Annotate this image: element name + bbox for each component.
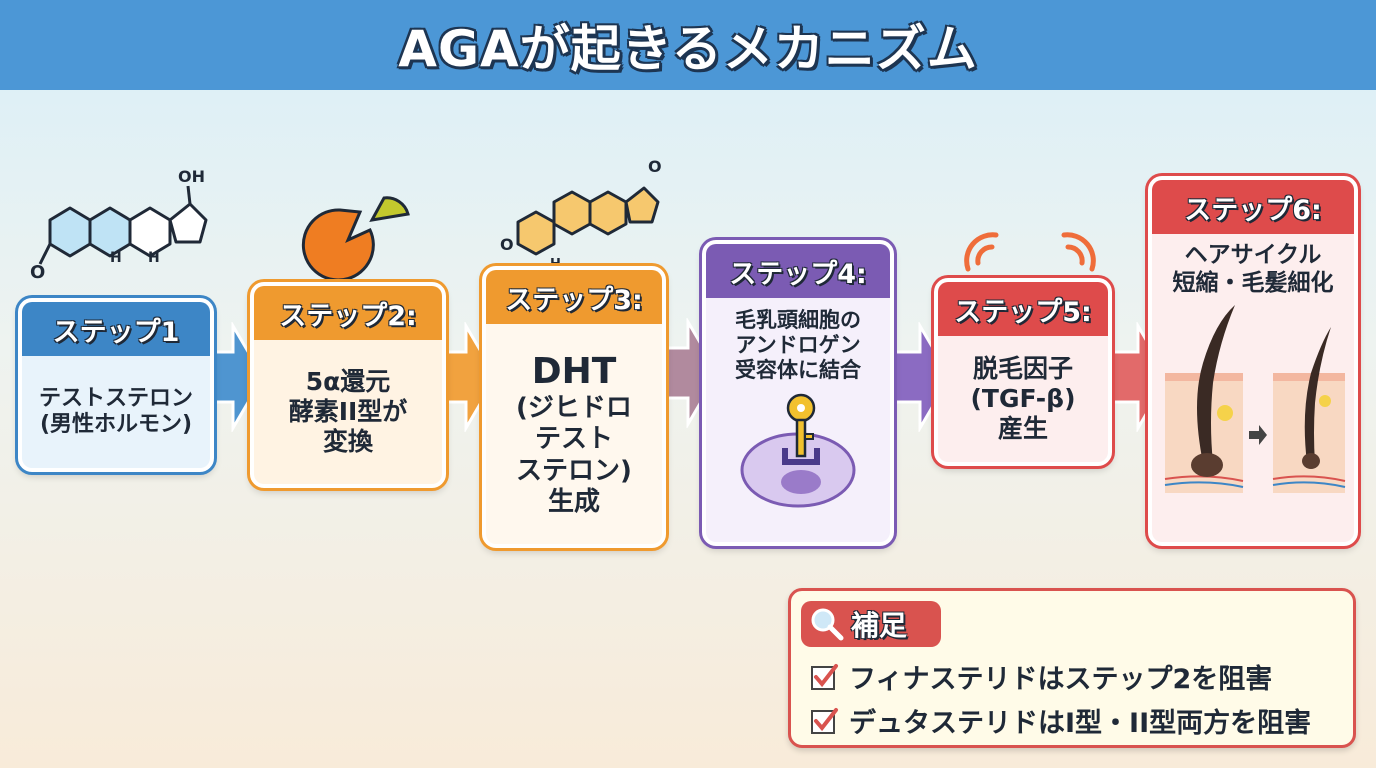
notes-box: 補足 フィナステリドはステップ2を阻害 デュタステリドはI型・II型両方を阻害 [788, 588, 1356, 748]
page-title: AGAが起きるメカニズム [398, 20, 978, 78]
enzyme-pacman-icon [301, 196, 410, 282]
title-bar: AGAが起きるメカニズム [0, 0, 1376, 90]
step-5-line-3: 産生 [997, 414, 1048, 443]
step-2-line-3: 変換 [322, 427, 373, 456]
step-4-line-1: 毛乳頭細胞の [735, 308, 861, 332]
mol1-o-label: O [30, 262, 45, 280]
step-3-line-1: DHT [531, 351, 617, 393]
step-4-line-2: アンドロゲン [735, 333, 861, 358]
step-4-card: ステップ4: 毛乳頭細胞の アンドロゲン 受容体に結合 [702, 240, 894, 546]
step-5-line-1: 脱毛因子 [972, 354, 1073, 383]
step-3-header: ステップ3: [486, 270, 662, 324]
note-item-1: フィナステリドはステップ2を阻害 [809, 657, 1272, 696]
step-1-line-2: (男性ホルモン) [39, 412, 193, 437]
note-item-1-text: フィナステリドはステップ2を阻害 [849, 664, 1273, 695]
step-3-line-3: テスト [534, 424, 613, 455]
step-1-card: ステップ1 テストステロン (男性ホルモン) [18, 298, 214, 472]
step-1-line-1: テストステロン [38, 385, 193, 411]
dht-molecule-icon: O O H [500, 157, 662, 270]
mol3-o-label-a: O [648, 157, 662, 176]
magnifier-icon [811, 608, 844, 641]
mol1-h-label-a: H [110, 250, 122, 266]
mol3-h-label: H [550, 257, 561, 270]
notes-title: 補足 [851, 609, 908, 642]
step-6-card: ステップ6: ヘアサイクル 短縮・毛髪細化 [1148, 176, 1358, 546]
step-1-header: ステップ1 [22, 302, 210, 356]
step-5-header: ステップ5: [938, 282, 1108, 336]
step-6-line-1: ヘアサイクル [1184, 242, 1322, 268]
step-4-line-3: 受容体に結合 [735, 358, 861, 383]
note-item-2: デュタステリドはI型・II型両方を阻害 [809, 701, 1311, 740]
step-3-line-5: 生成 [547, 486, 600, 517]
note-item-2-text: デュタステリドはI型・II型両方を阻害 [849, 708, 1312, 739]
step-2-line-2: 酵素II型が [288, 397, 408, 426]
signal-waves-icon [964, 232, 1096, 272]
testosterone-molecule-icon: OH O H H [30, 167, 208, 280]
mol3-o-label-b: O [500, 235, 514, 254]
mol1-oh-label: OH [178, 167, 205, 186]
checkbox-checked-icon [811, 707, 838, 734]
step-3-line-2: (ジヒドロ [516, 393, 632, 424]
step-4-header: ステップ4: [706, 244, 890, 298]
step-2-card: ステップ2: 5α還元 酵素II型が 変換 [250, 282, 446, 488]
step-2-line-1: 5α還元 [305, 367, 391, 396]
receptor-cell-key-icon [740, 393, 856, 508]
checkbox-checked-icon [811, 663, 838, 690]
mol1-h-label-b: H [148, 250, 160, 266]
step-6-header: ステップ6: [1152, 180, 1354, 234]
step-3-line-4: ステロン) [516, 455, 632, 486]
step-6-line-2: 短縮・毛髪細化 [1172, 269, 1334, 296]
step-3-card: ステップ3: DHT (ジヒドロ テスト ステロン) 生成 [482, 266, 666, 548]
hair-follicle-shrink-icon [1164, 305, 1346, 494]
notes-header: 補足 [801, 601, 941, 647]
step-5-card: ステップ5: 脱毛因子 (TGF-β) 産生 [934, 278, 1112, 466]
step-5-line-2: (TGF-β) [970, 384, 1076, 413]
step-2-header: ステップ2: [254, 286, 442, 340]
